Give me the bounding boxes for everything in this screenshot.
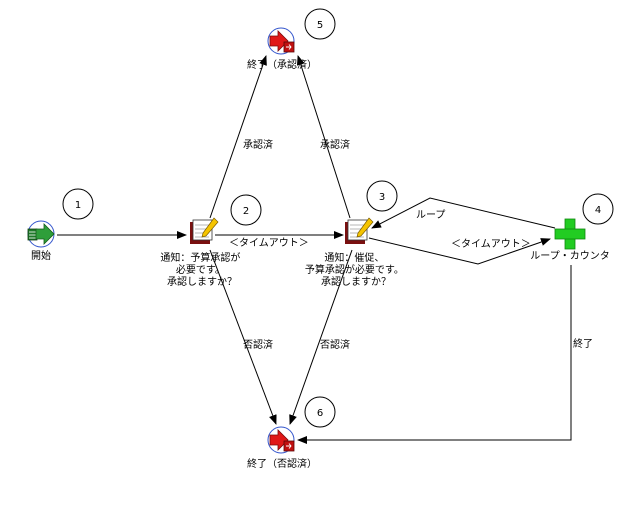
edge-label-timeout-2: ＜タイムアウト＞ bbox=[451, 238, 531, 250]
edge-labels: 承認済 承認済 ＜タイムアウト＞ ＜タイムアウト＞ ループ 否認済 否認済 終了 bbox=[229, 138, 593, 351]
stop-arrow-icon bbox=[267, 27, 295, 55]
edge-notify2-to-end-rejected[interactable] bbox=[289, 249, 353, 425]
edge-label-rejected-2: 否認済 bbox=[320, 338, 350, 351]
badge-2: 2 bbox=[230, 194, 262, 226]
badge-4: 4 bbox=[582, 193, 614, 225]
badge-2-number: 2 bbox=[243, 206, 249, 217]
notify1-line-3: 承認しますか？ bbox=[167, 275, 237, 288]
loop-counter-node[interactable]: ループ・カウンタ bbox=[530, 218, 610, 262]
badge-1: 1 bbox=[62, 188, 94, 220]
edge-notify2-to-end-approved[interactable] bbox=[296, 55, 351, 219]
notify2-line-2: 予算承認が必要です。 bbox=[305, 263, 404, 276]
edge-label-rejected-1: 否認済 bbox=[243, 338, 273, 351]
notepad-pencil-icon bbox=[345, 217, 374, 244]
notify2-text: 通知：催促、 予算承認が必要です。 承認しますか？ bbox=[305, 251, 407, 288]
edge-label-timeout-1: ＜タイムアウト＞ bbox=[229, 237, 309, 249]
notify2-line-3: 承認しますか？ bbox=[321, 275, 391, 288]
plus-icon bbox=[554, 218, 586, 250]
notepad-pencil-icon bbox=[190, 217, 219, 244]
edge-label-end: 終了 bbox=[573, 337, 593, 350]
stop-arrow-icon bbox=[267, 426, 295, 454]
badge-6-number: 6 bbox=[317, 408, 323, 419]
edge-label-loop: ループ bbox=[416, 209, 445, 221]
edges bbox=[57, 55, 572, 444]
start-label: 開始 bbox=[31, 249, 51, 262]
end-rejected-node[interactable]: 終了（否認済） bbox=[247, 426, 317, 470]
notify-node-1[interactable]: 通知：予算承認が 必要です。 承認しますか？ bbox=[160, 217, 243, 288]
notify1-text: 通知：予算承認が 必要です。 承認しますか？ bbox=[160, 251, 243, 288]
end-rejected-label: 終了（否認済） bbox=[247, 457, 317, 470]
edge-counter-to-notify2[interactable] bbox=[371, 197, 556, 229]
badge-5-number: 5 bbox=[317, 20, 323, 31]
edge-label-approved-1: 承認済 bbox=[243, 138, 273, 151]
edge-notify2-to-counter[interactable] bbox=[368, 237, 551, 265]
badge-5: 5 bbox=[304, 8, 336, 40]
counter-label: ループ・カウンタ bbox=[530, 250, 609, 262]
edge-label-approved-2: 承認済 bbox=[320, 138, 350, 151]
edge-notify1-to-end-rejected[interactable] bbox=[209, 249, 277, 425]
start-node[interactable]: 開始 bbox=[27, 220, 55, 262]
number-badges: 1 2 3 4 5 6 bbox=[62, 8, 614, 428]
badge-1-number: 1 bbox=[75, 200, 81, 211]
end-approved-label: 終了（承認済） bbox=[247, 58, 317, 71]
notify2-line-1: 通知：催促、 bbox=[324, 251, 384, 264]
badge-3-number: 3 bbox=[379, 192, 385, 203]
end-approved-node[interactable]: 終了（承認済） bbox=[247, 27, 317, 71]
notify-node-2[interactable]: 通知：催促、 予算承認が必要です。 承認しますか？ bbox=[305, 217, 407, 288]
badge-3: 3 bbox=[366, 180, 398, 212]
badge-4-number: 4 bbox=[595, 205, 601, 216]
notify1-line-2: 必要です。 bbox=[176, 263, 225, 276]
start-arrow-icon bbox=[27, 220, 55, 248]
badge-6: 6 bbox=[304, 396, 336, 428]
edge-notify1-to-end-approved[interactable] bbox=[209, 55, 267, 219]
edge-counter-to-end-rejected[interactable] bbox=[297, 265, 572, 444]
notify1-line-1: 通知：予算承認が bbox=[160, 251, 240, 264]
